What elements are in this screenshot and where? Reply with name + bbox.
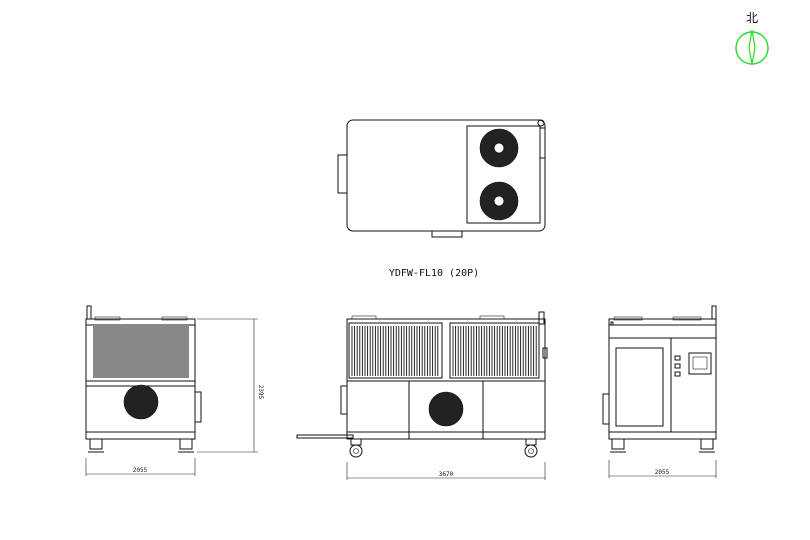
left-side-view: 2395 2055: [85, 305, 264, 476]
top-fan-2: [479, 181, 519, 221]
front-grille-left: [351, 326, 439, 376]
left-width-dim: 2055: [133, 467, 148, 474]
north-label: 北: [746, 11, 758, 25]
control-buttons: [674, 355, 681, 377]
front-view: 3670: [296, 311, 548, 480]
front-width-dim: 3670: [439, 471, 454, 478]
top-view: [337, 119, 546, 238]
front-grille-right: [452, 326, 537, 376]
access-door: [615, 347, 664, 427]
left-grille: [93, 326, 189, 378]
north-arrow-icon: 北: [735, 11, 769, 65]
right-width-dim: 2055: [655, 469, 670, 476]
left-height-dim: 2395: [257, 385, 264, 400]
control-screen: [688, 352, 712, 375]
right-side-view: 2055: [602, 305, 717, 478]
top-fan-1: [479, 128, 519, 168]
drawing-title: YDFW-FL10 (20P): [389, 268, 479, 279]
